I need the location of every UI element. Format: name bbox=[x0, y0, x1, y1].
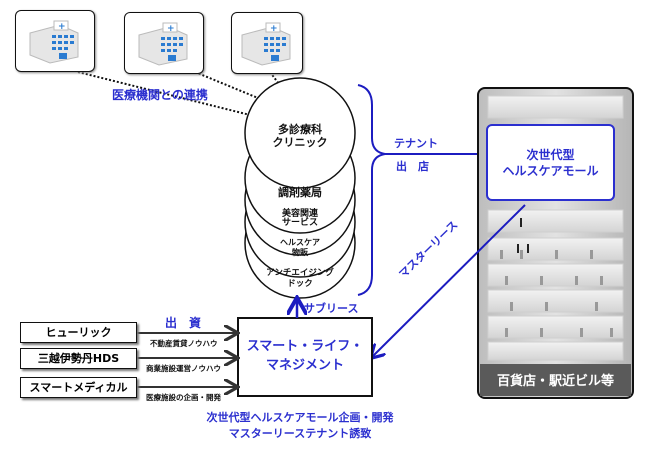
mall-label: 次世代型 bbox=[526, 148, 575, 162]
management-company-name: マネジメント bbox=[265, 357, 344, 373]
contribution-label: 医療施設の企画・開発 bbox=[146, 393, 221, 402]
footer-caption: 次世代型ヘルスケアモール企画・開発 マスターリーステナント誘致 bbox=[180, 410, 420, 442]
opening-label: 出 店 bbox=[396, 160, 429, 173]
footer-line: マスターリーステナント誘致 bbox=[228, 426, 372, 440]
hospital-building-icon: + bbox=[138, 22, 188, 66]
service-label: サービス bbox=[281, 218, 318, 229]
svg-text:+: + bbox=[167, 24, 175, 34]
investor-hulic: ヒューリック bbox=[20, 322, 137, 343]
hospital-card: + bbox=[15, 10, 95, 72]
building-caption: 百貨店・駅近ビル等 bbox=[496, 374, 614, 389]
service-label: 物販 bbox=[292, 248, 308, 257]
service-label: アンチエイジング bbox=[266, 268, 334, 278]
service-beauty: 美容関連 サービス bbox=[250, 209, 350, 229]
service-anti-aging: アンチエイジング ドック bbox=[250, 268, 350, 289]
service-circles bbox=[244, 77, 356, 299]
contribution-label: 商業施設運営ノウハウ bbox=[146, 364, 221, 373]
service-label: 多診療科 bbox=[278, 123, 322, 136]
grouping-brace bbox=[357, 84, 386, 296]
service-label: ドック bbox=[287, 278, 313, 289]
footer-line: 次世代型ヘルスケアモール企画・開発 bbox=[206, 411, 394, 424]
investor-smart-medical: スマートメディカル bbox=[20, 377, 137, 398]
service-label: ヘルスケア bbox=[280, 238, 320, 247]
service-label: クリニック bbox=[272, 136, 328, 150]
hospital-building-icon: + bbox=[241, 22, 291, 66]
svg-text:+: + bbox=[270, 24, 278, 34]
tenant-label: テナント bbox=[394, 137, 438, 150]
management-company: スマート・ライフ・ マネジメント bbox=[238, 338, 372, 376]
management-company-name: スマート・ライフ・ bbox=[246, 339, 364, 354]
svg-text:+: + bbox=[58, 22, 66, 32]
collaboration-label: 医療機関との連携 bbox=[112, 88, 208, 102]
service-label: 調剤薬局 bbox=[278, 186, 322, 199]
investor-mitsukoshi-isetan: 三越伊勢丹HDS bbox=[20, 348, 137, 369]
service-pharmacy: 調剤薬局 bbox=[250, 186, 350, 199]
hospital-card: + bbox=[124, 12, 204, 74]
service-healthcare-goods: ヘルスケア 物販 bbox=[250, 238, 350, 258]
service-label: 美容関連 bbox=[281, 209, 318, 219]
people-silhouettes bbox=[500, 218, 613, 337]
contribution-label: 不動産賃貸ノウハウ bbox=[150, 339, 218, 348]
mall-label: ヘルスケアモール bbox=[502, 164, 599, 179]
sublease-label: サブリース bbox=[304, 302, 359, 315]
next-gen-healthcare-mall: 次世代型 ヘルスケアモール bbox=[487, 147, 614, 179]
hospital-card: + bbox=[231, 12, 303, 74]
hospital-building-icon: + bbox=[29, 20, 79, 64]
investment-label: 出 資 bbox=[165, 316, 202, 330]
service-clinic: 多診療科 クリニック bbox=[250, 123, 350, 149]
